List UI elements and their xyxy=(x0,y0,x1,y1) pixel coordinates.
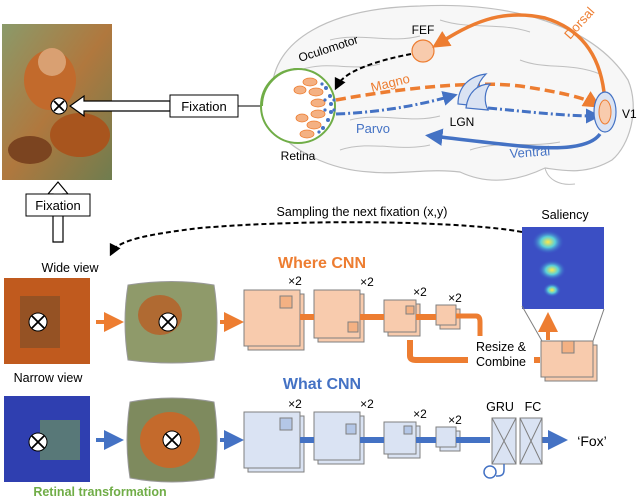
resize-label-line2: Combine xyxy=(476,355,526,369)
v1-node xyxy=(593,91,617,133)
lgn-label: LGN xyxy=(450,115,475,129)
fixation-top-label: Fixation xyxy=(181,99,227,114)
what-cnn-title: What CNN xyxy=(283,376,361,393)
resize-combine-box xyxy=(468,336,534,370)
where-x2-4: ×2 xyxy=(448,291,462,305)
eye-icon xyxy=(260,68,336,144)
saliency-map xyxy=(522,227,604,309)
where-x2-1: ×2 xyxy=(288,274,302,288)
what-x2-3: ×2 xyxy=(413,407,427,421)
where-cnn-title: Where CNN xyxy=(278,255,366,272)
fc-label: FC xyxy=(525,400,542,414)
ventral-arrow xyxy=(425,128,602,150)
retinal-transformation-label: Retinal transformation xyxy=(33,485,166,499)
where-x2-3: ×2 xyxy=(413,285,427,299)
narrow-warped-image xyxy=(126,397,218,483)
fixation-box-left xyxy=(25,193,91,217)
sampling-arrow xyxy=(109,221,523,257)
narrow-view-image xyxy=(4,396,90,482)
fef-node xyxy=(411,39,435,63)
parvo-arrow-2 xyxy=(487,106,601,124)
wide-warped-image xyxy=(124,281,218,364)
saliency-label: Saliency xyxy=(541,208,589,222)
fox-output-label: ‘Fox’ xyxy=(577,433,607,449)
wide-view-image xyxy=(4,278,90,364)
ventral-label: Ventral xyxy=(509,143,551,161)
retina-label: Retina xyxy=(281,149,316,163)
fef-label: FEF xyxy=(412,23,435,37)
wide-view-label: Wide view xyxy=(42,261,100,275)
dorsal-arrow xyxy=(432,13,606,93)
what-x2-4: ×2 xyxy=(448,413,462,427)
narrow-view-label: Narrow view xyxy=(14,371,84,385)
recurrent-loop xyxy=(483,465,497,479)
parvo-label: Parvo xyxy=(356,121,390,136)
where-x2-2: ×2 xyxy=(360,275,374,289)
gru-label: GRU xyxy=(486,400,514,414)
where-cnn-layers xyxy=(243,289,598,382)
arrow-right-icon xyxy=(68,94,171,118)
magno-arrow xyxy=(335,82,602,108)
lgn-node xyxy=(457,73,492,111)
fixation-left-label: Fixation xyxy=(35,198,81,213)
oculomotor-arrow xyxy=(334,53,412,91)
what-connectors xyxy=(300,437,550,443)
v1-label: V1 xyxy=(622,107,637,121)
gru-block xyxy=(491,417,517,465)
sampling-label: Sampling the next fixation (x,y) xyxy=(277,205,448,219)
what-x2-1: ×2 xyxy=(288,397,302,411)
x-mark-icon xyxy=(50,97,68,115)
where-connectors xyxy=(300,314,436,320)
fc-block xyxy=(519,417,543,465)
what-x2-2: ×2 xyxy=(360,397,374,411)
parvo-arrow xyxy=(335,91,458,116)
resize-label-line1: Resize & xyxy=(476,340,527,354)
